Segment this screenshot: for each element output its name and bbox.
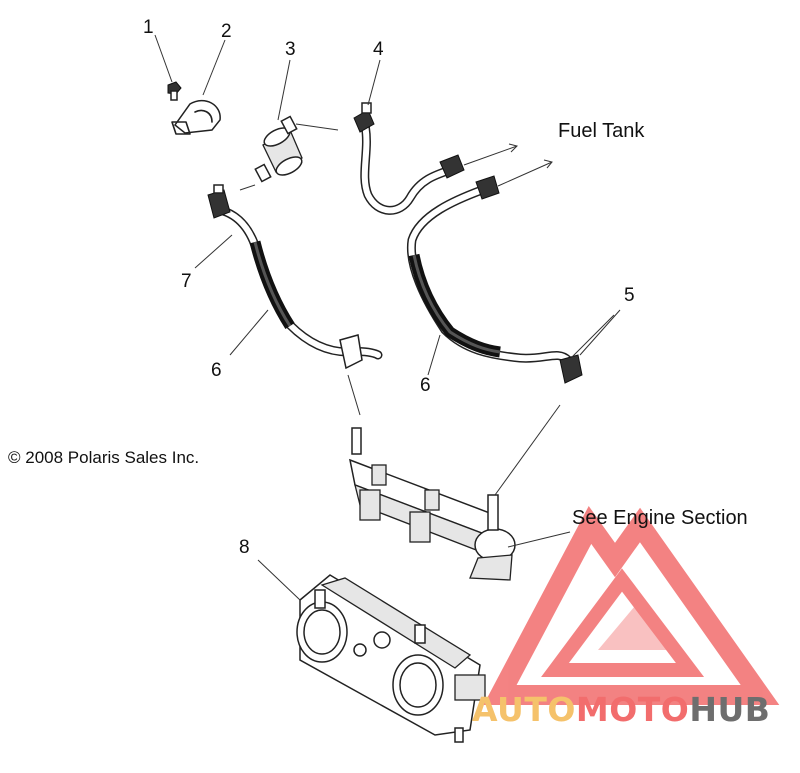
callout-6-right: 6: [420, 375, 431, 396]
callout-1: 1: [143, 17, 154, 38]
clamp-part: [171, 99, 221, 135]
callout-2: 2: [221, 21, 232, 42]
watermark-auto: AUTO: [472, 690, 576, 729]
watermark-text: AUTOMOTOHUB: [472, 690, 770, 729]
callout-4: 4: [373, 39, 384, 60]
callout-7: 7: [181, 271, 192, 292]
callout-6-left: 6: [211, 360, 222, 381]
leader-lines: [154, 34, 621, 376]
copyright-text: © 2008 Polaris Sales Inc.: [8, 448, 199, 467]
engine-section-label: See Engine Section: [572, 507, 748, 529]
fuel-rail-part: [348, 404, 571, 581]
fuel-tank-label: Fuel Tank: [558, 120, 645, 142]
hose-to-tank: [353, 102, 518, 215]
throttle-body-part: [257, 559, 486, 743]
watermark-triangle: [483, 506, 780, 705]
watermark-logo: [483, 506, 780, 705]
callout-3: 3: [285, 39, 296, 60]
hose-long: [406, 159, 615, 384]
hose-left: [207, 184, 383, 416]
bolt-part: [167, 81, 182, 101]
watermark-hub: HUB: [689, 690, 770, 729]
callout-8: 8: [239, 537, 250, 558]
watermark-moto: MOTO: [576, 690, 689, 729]
fuel-filter-part: [254, 115, 339, 183]
callout-5: 5: [624, 285, 635, 306]
